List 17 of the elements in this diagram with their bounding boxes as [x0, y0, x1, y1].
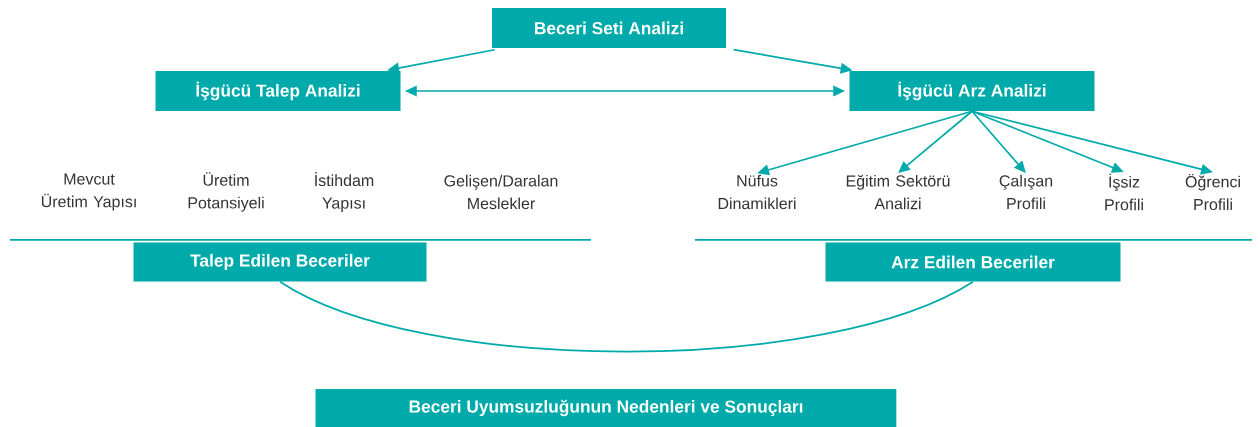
- text-label: Öğrenci Profili: [1185, 173, 1240, 211]
- label-box: Beceri Uyumsuzluğunun Nedenleri ve Sonuçları: [315, 389, 897, 427]
- text-label: İstihdam Yapısı: [315, 172, 374, 212]
- text-label: İşsiz Profili: [1105, 173, 1143, 211]
- node-label: Arz Edilen Beceriler: [891, 255, 1055, 269]
- label-box: İşgücü Talep Analizi: [155, 71, 401, 111]
- text-label: Gelişen/Daralan Meslekler: [444, 174, 558, 210]
- label-box: Talep Edilen Beceriler: [133, 242, 427, 282]
- node-label: Talep Edilen Beceriler: [190, 253, 370, 271]
- text-label: Nüfus Dinamikleri: [718, 174, 796, 210]
- text-label: Çalışan Profili: [999, 174, 1053, 210]
- label-box: Arz Edilen Beceriler: [825, 242, 1121, 282]
- label-box: Beceri Seti Analizi: [492, 8, 726, 48]
- text-label: Üretim Potansiyeli: [188, 172, 264, 212]
- text-label: Eğitim Sektörü Analizi: [846, 174, 950, 210]
- label-box: İşgücü Arz Analizi: [849, 71, 1095, 111]
- text-label: Mevcut Üretim Yapısı: [41, 173, 136, 211]
